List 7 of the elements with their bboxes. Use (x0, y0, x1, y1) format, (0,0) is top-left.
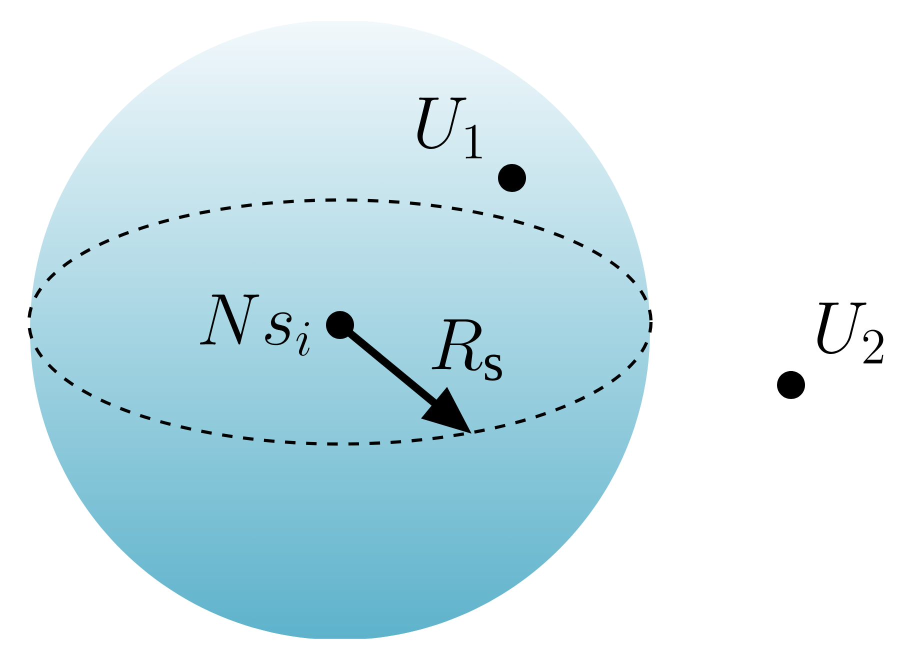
point-label: $U_{1}$ (417, 98, 482, 158)
point-label: $Ns_{i}$ (200, 294, 310, 356)
point-label: $U_{2}$ (817, 302, 884, 364)
point-dot (326, 310, 354, 339)
point-dot (498, 164, 526, 192)
radius-label: $R_{\mathrm{s}}$ (432, 319, 502, 381)
point-dot (777, 371, 806, 399)
